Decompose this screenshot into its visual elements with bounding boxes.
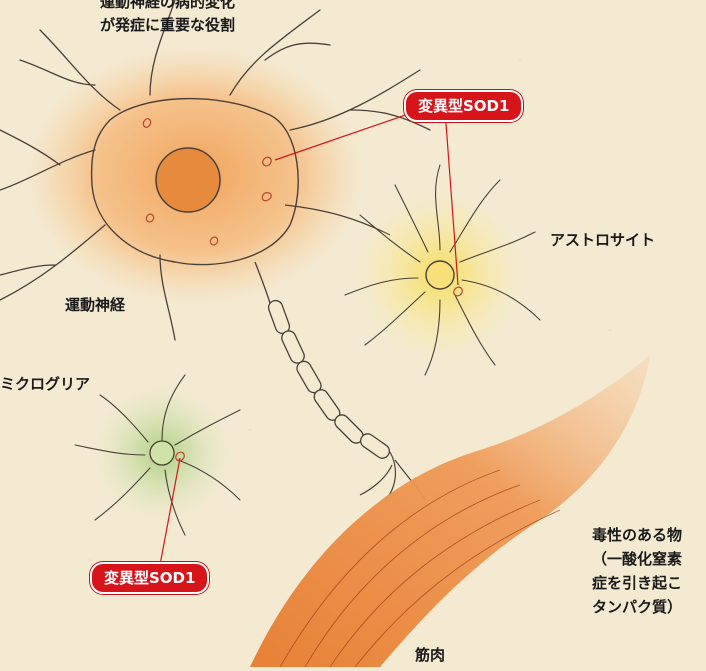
mutant-sod1-badge-bottom: 変異型SOD1 bbox=[90, 562, 209, 594]
toxic-note-line3: 症を引き起こ bbox=[592, 573, 682, 593]
top-note-line2: が発症に重要な役割 bbox=[100, 15, 235, 35]
top-note-line1: 運動神経の病的変化 bbox=[100, 0, 235, 12]
motor-neuron-label: 運動神経 bbox=[65, 295, 125, 315]
microglia-nucleus bbox=[150, 441, 174, 465]
astrocyte-label: アストロサイト bbox=[550, 230, 655, 250]
neuron-nucleus bbox=[156, 148, 220, 212]
muscle-label: 筋肉 bbox=[415, 645, 445, 665]
toxic-note-line2: （一酸化窒素 bbox=[592, 549, 682, 569]
astrocyte-nucleus bbox=[426, 261, 454, 289]
toxic-note-line4: タンパク質） bbox=[592, 597, 682, 617]
mutant-sod1-badge-top: 変異型SOD1 bbox=[404, 90, 523, 122]
microglia-label: ミクログリア bbox=[0, 374, 90, 394]
toxic-note-line1: 毒性のある物 bbox=[592, 525, 682, 545]
